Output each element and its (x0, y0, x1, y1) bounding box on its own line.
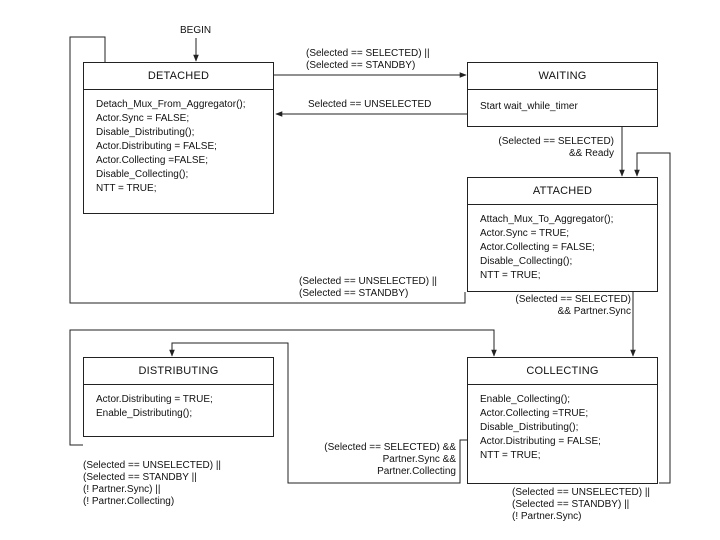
condition-line: (Selected == STANDBY) (299, 288, 409, 299)
arrow-collecting-to-distributing (169, 342, 467, 484)
action-line: Disable_Collecting(); (96, 169, 189, 180)
state-actions: Attach_Mux_To_Aggregator(); Actor.Sync =… (468, 205, 657, 283)
condition-line: (Selected == SELECTED) || (306, 48, 430, 59)
label-distributing-to-collecting: (Selected == UNSELECTED) || (Selected ==… (83, 460, 221, 508)
action-line: NTT = TRUE; (96, 183, 157, 194)
condition-line: && Partner.Sync (557, 306, 631, 317)
label-collecting-to-distributing: (Selected == SELECTED) && Partner.Sync &… (300, 442, 456, 478)
state-attached: ATTACHED Attach_Mux_To_Aggregator(); Act… (467, 177, 658, 292)
arrow-distributing-to-collecting (69, 329, 497, 446)
condition-line: (Selected == UNSELECTED) || (512, 487, 651, 498)
condition-line: (Selected == SELECTED) (515, 294, 631, 305)
arrow-collecting-to-attached (634, 152, 671, 484)
action-line: Enable_Distributing(); (96, 408, 193, 419)
label-waiting-to-detached: Selected == UNSELECTED (308, 99, 431, 111)
action-line: Disable_Distributing(); (480, 422, 579, 433)
condition-line: (Selected == STANDBY || (83, 472, 197, 483)
begin-label: BEGIN (180, 25, 212, 36)
action-line: NTT = TRUE; (480, 450, 541, 461)
action-line: Start wait_while_timer (480, 101, 578, 112)
action-line: Disable_Collecting(); (480, 256, 573, 267)
condition-line: (Selected == SELECTED) && (324, 442, 456, 453)
state-title: DISTRIBUTING (84, 358, 273, 385)
action-line: Actor.Collecting =FALSE; (96, 155, 209, 166)
action-line: Disable_Distributing(); (96, 127, 195, 138)
condition-line: (! Partner.Sync) (512, 511, 582, 522)
action-line: Actor.Distributing = TRUE; (96, 394, 213, 405)
condition-line: (Selected == STANDBY) (306, 60, 416, 71)
state-title: ATTACHED (468, 178, 657, 205)
action-line: NTT = TRUE; (480, 270, 541, 281)
state-waiting: WAITING Start wait_while_timer (467, 62, 658, 127)
state-actions: Enable_Collecting(); Actor.Collecting =T… (468, 385, 657, 463)
label-collecting-to-attached: (Selected == UNSELECTED) || (Selected ==… (512, 487, 650, 523)
state-title: COLLECTING (468, 358, 657, 385)
label-attached-to-collecting: (Selected == SELECTED) && Partner.Sync (494, 294, 631, 318)
condition-line: (Selected == SELECTED) (498, 136, 614, 147)
label-detached-to-waiting: (Selected == SELECTED) || (Selected == S… (306, 48, 430, 72)
label-waiting-to-attached: (Selected == SELECTED) && Ready (480, 136, 614, 160)
action-line: Actor.Collecting = FALSE; (480, 242, 595, 253)
action-line: Actor.Collecting =TRUE; (480, 408, 589, 419)
state-distributing: DISTRIBUTING Actor.Distributing = TRUE; … (83, 357, 274, 437)
action-line: Actor.Sync = TRUE; (480, 228, 570, 239)
state-title: DETACHED (84, 63, 273, 90)
condition-line: (! Partner.Sync) || (83, 484, 161, 495)
action-line: Actor.Distributing = FALSE; (480, 436, 601, 447)
condition-line: (Selected == UNSELECTED) || (83, 460, 222, 471)
state-actions: Start wait_while_timer (468, 90, 657, 114)
action-line: Enable_Collecting(); (480, 394, 571, 405)
state-actions: Actor.Distributing = TRUE; Enable_Distri… (84, 385, 273, 421)
action-line: Detach_Mux_From_Aggregator(); (96, 99, 246, 110)
state-collecting: COLLECTING Enable_Collecting(); Actor.Co… (467, 357, 658, 484)
action-line: Attach_Mux_To_Aggregator(); (480, 214, 614, 225)
action-line: Actor.Sync = FALSE; (96, 113, 190, 124)
detached-entry-loop (69, 36, 466, 304)
condition-line: Selected == UNSELECTED (308, 99, 432, 110)
condition-line: (Selected == STANDBY) || (512, 499, 630, 510)
condition-line: (Selected == UNSELECTED) || (299, 276, 438, 287)
condition-line: (! Partner.Collecting) (83, 496, 175, 507)
action-line: Actor.Distributing = FALSE; (96, 141, 217, 152)
state-detached: DETACHED Detach_Mux_From_Aggregator(); A… (83, 62, 274, 214)
label-attached-to-detached: (Selected == UNSELECTED) || (Selected ==… (299, 276, 437, 300)
condition-line: Partner.Sync && (382, 454, 456, 465)
state-actions: Detach_Mux_From_Aggregator(); Actor.Sync… (84, 90, 273, 196)
state-title: WAITING (468, 63, 657, 90)
condition-line: && Ready (568, 148, 614, 159)
condition-line: Partner.Collecting (377, 466, 456, 477)
